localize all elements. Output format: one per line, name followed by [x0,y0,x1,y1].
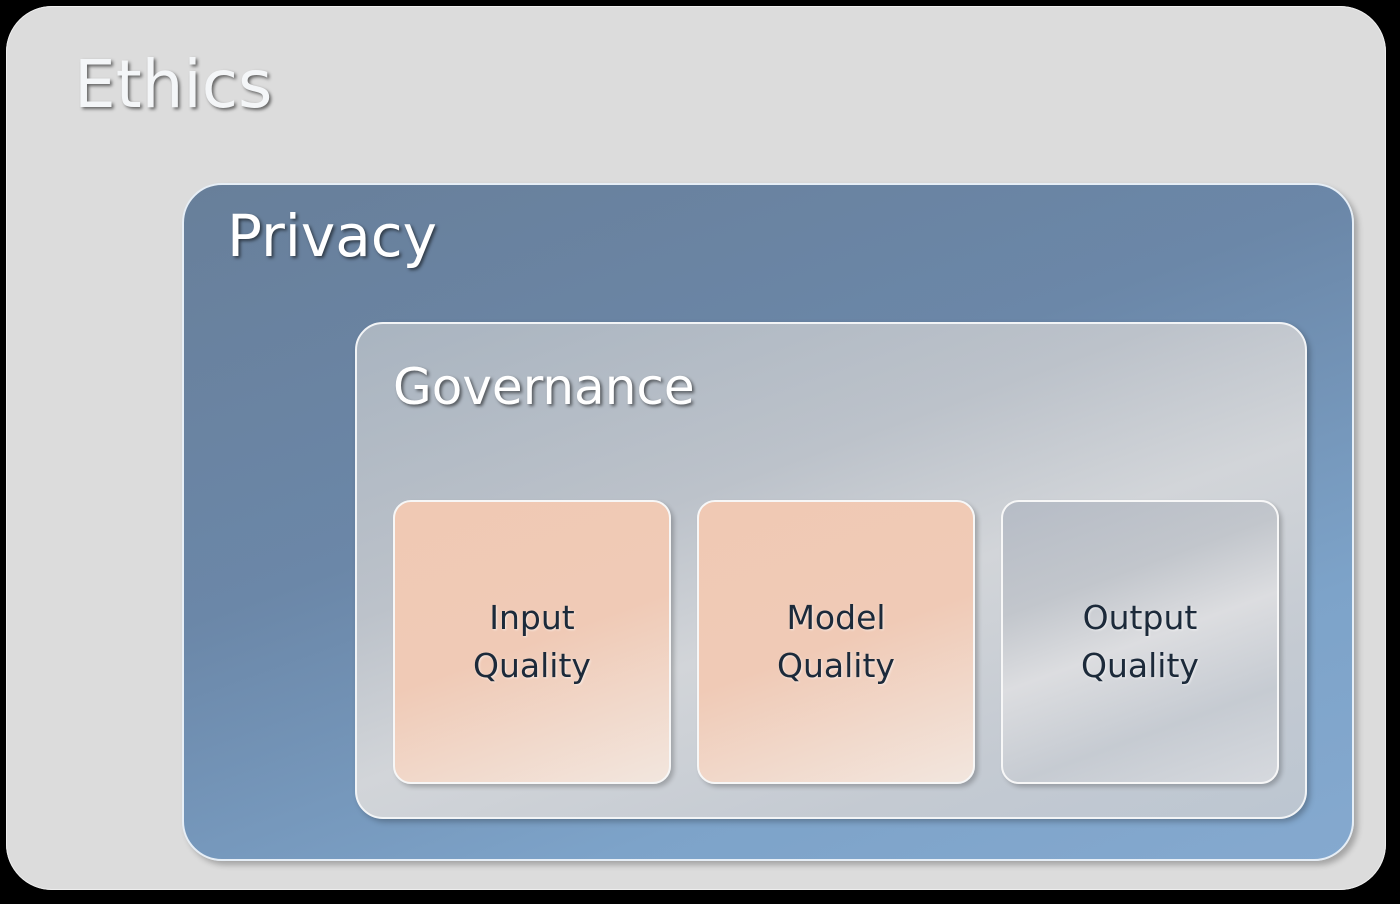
output-quality-box: Output Quality [1001,500,1279,784]
output-quality-line2: Quality [1081,646,1199,685]
model-quality-line2: Quality [777,646,895,685]
output-quality-line1: Output [1082,598,1198,637]
input-quality-line1: Input [489,598,575,637]
governance-title: Governance [393,358,695,416]
model-quality-box: Model Quality [697,500,975,784]
input-quality-line2: Quality [473,646,591,685]
model-quality-line1: Model [786,598,886,637]
ethics-title: Ethics [74,46,273,123]
input-quality-box: Input Quality [393,500,671,784]
privacy-title: Privacy [227,202,437,270]
